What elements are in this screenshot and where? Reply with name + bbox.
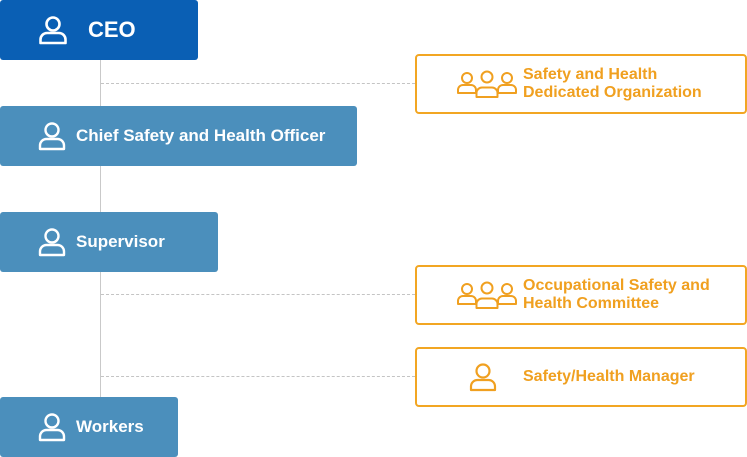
node-chief-safety-officer-label: Chief Safety and Health Officer [76,126,326,145]
unit-safety-health-committee: Occupational Safety and Health Committee [415,265,747,325]
unit-safety-health-committee-line2: Health Committee [523,295,660,312]
unit-dedicated-organization: Safety and Health Dedicated Organization [415,54,747,114]
person-icon [469,363,497,392]
unit-safety-health-manager: Safety/Health Manager [415,347,747,407]
unit-dedicated-organization-label: Safety and Health Dedicated Organization [523,66,702,102]
unit-safety-health-committee-label: Occupational Safety and Health Committee [523,277,710,313]
unit-safety-health-committee-line1: Occupational Safety and [523,277,710,294]
unit-dedicated-organization-line1: Safety and Health [523,66,658,83]
unit-dedicated-organization-line2: Dedicated Organization [523,84,702,101]
connector-manager [101,376,415,377]
connector-dedicated-org [101,83,415,84]
unit-safety-health-manager-label: Safety/Health Manager [523,368,695,385]
node-chief-safety-officer: Chief Safety and Health Officer [0,106,357,166]
person-icon [38,413,66,442]
person-icon [38,228,66,257]
group-icon [457,281,517,309]
node-workers: Workers [0,397,178,457]
person-icon [38,122,66,151]
node-ceo: CEO [0,0,198,60]
node-workers-label: Workers [76,417,144,436]
person-icon [39,16,67,45]
node-ceo-label: CEO [88,17,136,42]
node-supervisor: Supervisor [0,212,218,272]
connector-committee [101,294,415,295]
node-supervisor-label: Supervisor [76,232,165,251]
group-icon [457,70,517,98]
